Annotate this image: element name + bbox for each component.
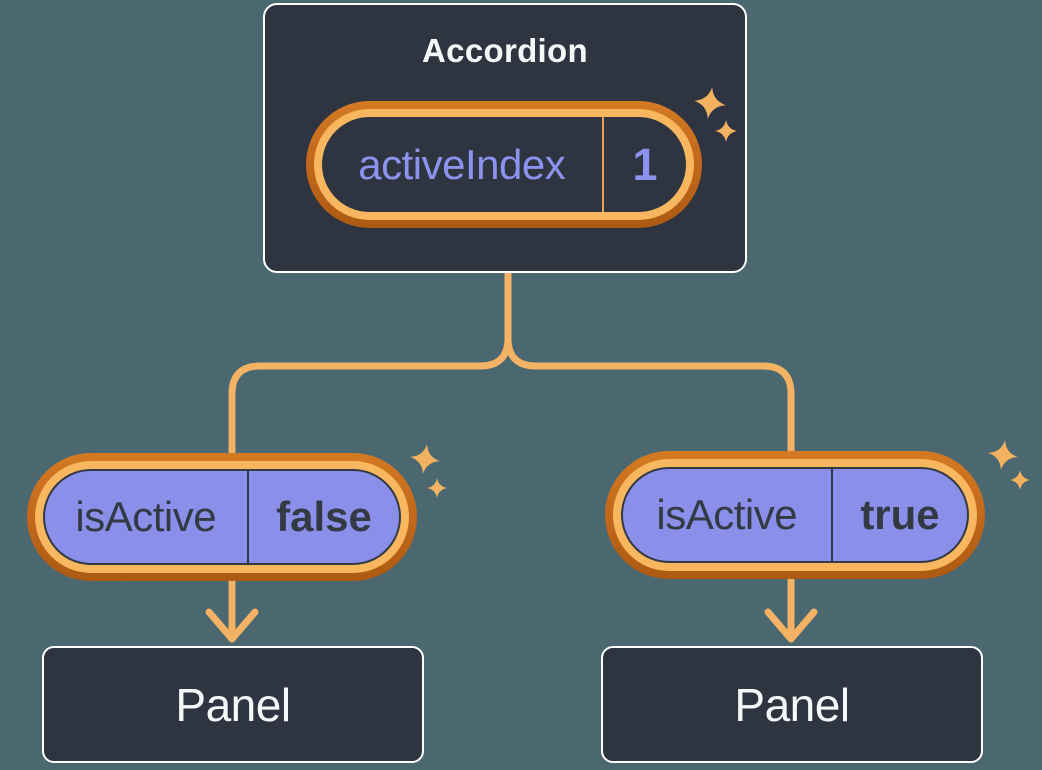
pill-divider: [830, 469, 833, 561]
prop-pill-value: true: [860, 491, 940, 538]
panel-title: Panel: [175, 678, 291, 731]
panel-node-right: Panel: [601, 646, 983, 763]
arrowhead-left: [205, 608, 259, 643]
state-pill-activeindex: activeIndex 1: [306, 101, 702, 228]
sparkle-icon: [427, 478, 447, 498]
state-pill-label: activeIndex: [358, 140, 566, 188]
pill-divider: [601, 117, 604, 212]
prop-pill-isactive-false: isActive false: [27, 453, 417, 581]
arrowhead-right: [764, 608, 818, 643]
pill-divider: [246, 471, 249, 563]
prop-pill-label: isActive: [75, 493, 217, 540]
prop-pill-value: false: [276, 493, 372, 540]
prop-pill-isactive-true: isActive true: [605, 451, 985, 579]
panel-title: Panel: [734, 678, 850, 731]
sparkle-icon: [988, 440, 1018, 470]
accordion-title: Accordion: [422, 32, 588, 69]
prop-pill-label: isActive: [656, 491, 798, 538]
panel-node-left: Panel: [42, 646, 424, 763]
state-pill-value: 1: [632, 138, 658, 190]
sparkle-icon: [410, 444, 440, 474]
sparkle-icon: [1010, 470, 1030, 490]
